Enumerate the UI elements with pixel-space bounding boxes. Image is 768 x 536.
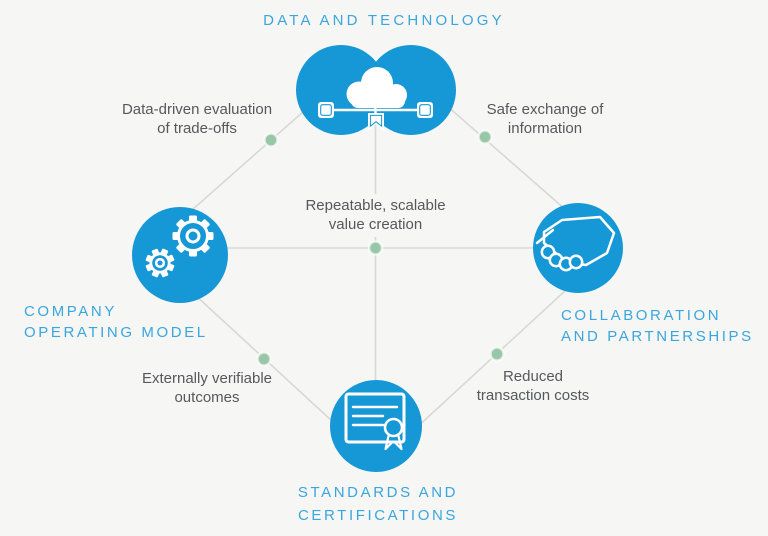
edge-label-bottom-right: Reduced transaction costs xyxy=(438,367,628,405)
node-label-line: COMPANY xyxy=(24,303,117,320)
edge-label-line: of trade-offs xyxy=(157,120,237,137)
edge-label-line: Safe exchange of xyxy=(486,101,604,118)
edge-label-top-left: Data-driven evaluation of trade-offs xyxy=(92,100,302,138)
node-label-line: OPERATING MODEL xyxy=(24,324,208,341)
dot-top-right xyxy=(477,129,493,145)
node-label-line: COLLABORATION xyxy=(561,307,722,324)
node-label-line: STANDARDS AND xyxy=(297,484,459,501)
node-label-collaboration-partnerships: COLLABORATION AND PARTNERSHIPS xyxy=(561,305,754,347)
node-label-standards-certifications: STANDARDS AND CERTIFICATIONS xyxy=(258,481,498,527)
node-data-technology xyxy=(296,45,456,135)
edge-label-line: Data-driven evaluation xyxy=(121,101,273,118)
dot-bottom-left xyxy=(256,351,272,367)
node-label-line: AND PARTNERSHIPS xyxy=(561,328,754,345)
edge-label-line: information xyxy=(507,120,583,137)
node-label-company-operating-model: COMPANY OPERATING MODEL xyxy=(24,301,208,343)
node-circle xyxy=(366,45,456,135)
center-message: Repeatable, scalable value creation xyxy=(270,194,481,237)
dot-center xyxy=(367,240,384,256)
node-standards-certifications xyxy=(330,380,422,472)
milestone-dots xyxy=(256,129,505,367)
center-message-line: Repeatable, scalable xyxy=(305,197,446,214)
node-label-data-technology: DATA AND TECHNOLOGY xyxy=(263,12,505,29)
edge-label-top-right: Safe exchange of information xyxy=(450,100,640,138)
center-message-line: value creation xyxy=(328,216,423,233)
node-company-operating-model xyxy=(132,207,228,303)
certificate-icon xyxy=(344,392,406,451)
node-collaboration-partnerships xyxy=(533,203,623,293)
handshake-icon xyxy=(535,215,616,272)
node-label-line: CERTIFICATIONS xyxy=(297,507,459,524)
edge-label-line: Externally verifiable xyxy=(141,370,273,387)
edge-label-line: Reduced xyxy=(502,368,564,385)
edge-label-line: transaction costs xyxy=(476,387,590,404)
dot-top-left xyxy=(263,132,279,148)
edge-label-bottom-left: Externally verifiable outcomes xyxy=(102,369,312,407)
gears-icon xyxy=(145,215,214,278)
dot-bottom-right xyxy=(489,346,505,362)
cloud-network-icon xyxy=(318,67,433,131)
connector-line-bottom-right xyxy=(413,289,567,431)
edge-label-line: outcomes xyxy=(174,389,240,406)
